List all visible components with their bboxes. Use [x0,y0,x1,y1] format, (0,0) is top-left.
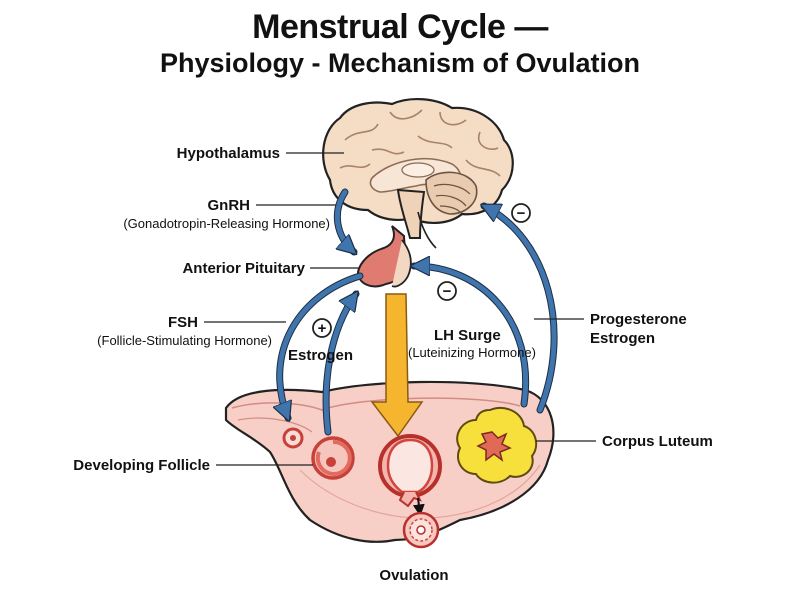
ovulated-oocyte [402,497,440,549]
lh-surge-arrow [370,293,424,438]
developing-follicle [311,436,355,480]
label-progesterone: Progesterone [590,311,687,328]
minus-sign-hypothalamus: − [511,203,531,223]
primary-follicle [282,427,304,449]
label-gnrh: GnRH [208,197,251,214]
label-estrogen: Estrogen [288,347,353,364]
label-ovulation: Ovulation [379,567,448,584]
title-line-2: Physiology - Mechanism of Ovulation [159,48,641,78]
svg-text:−: − [517,205,526,222]
mature-follicle [378,434,442,508]
label-developing-follicle: Developing Follicle [73,457,210,474]
brain [322,97,514,249]
label-hypothalamus: Hypothalamus [177,145,280,162]
label-gnrh-full: (Gonadotropin-Releasing Hormone) [123,216,330,231]
hormone-arrows [280,188,558,436]
leader-lines [204,152,596,466]
anterior-pituitary [356,225,412,288]
plus-sign: + [312,318,332,338]
label-estrogen-feedback: Estrogen [590,330,655,347]
label-anterior-pituitary: Anterior Pituitary [182,260,305,277]
svg-text:+: + [318,320,327,337]
svg-text:−: − [443,283,452,300]
corpus-luteum [456,407,538,484]
label-lh-surge: LH Surge [434,327,501,344]
title-line-1: Menstrual Cycle — [252,8,548,46]
label-fsh-full: (Follicle-Stimulating Hormone) [97,333,272,348]
label-fsh: FSH [168,314,198,331]
minus-sign-pituitary: − [437,281,457,301]
label-corpus-luteum: Corpus Luteum [602,433,713,450]
label-lh-full: (Luteinizing Hormone) [408,345,536,360]
